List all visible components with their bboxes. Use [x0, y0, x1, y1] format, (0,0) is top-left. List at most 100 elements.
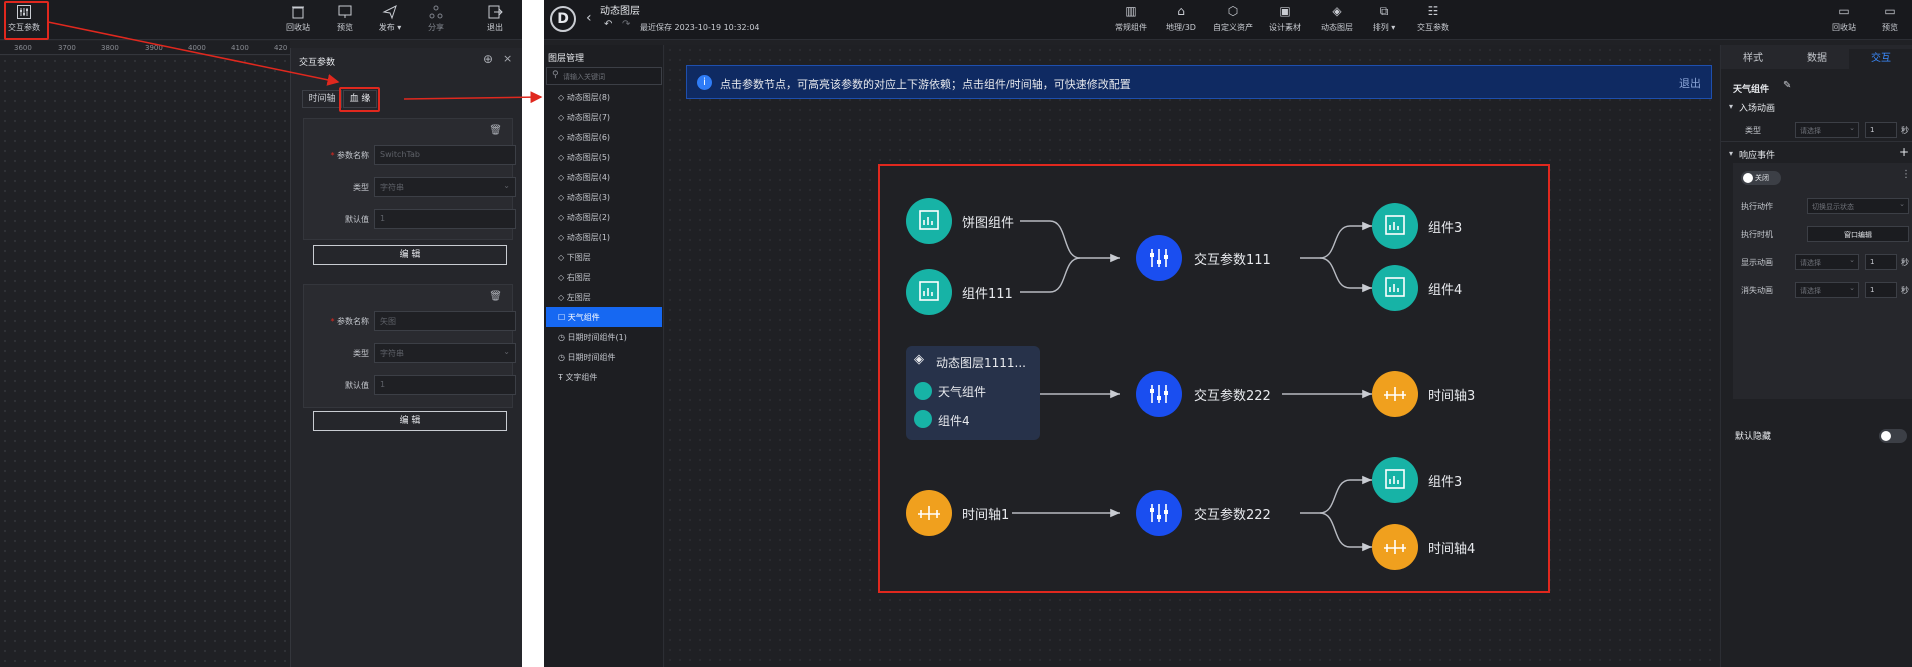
default-input[interactable]: 1 — [374, 375, 516, 395]
tab-timeline[interactable]: 时间轴 — [302, 90, 342, 108]
layer-item[interactable]: ◇ 动态图层(7) — [546, 107, 662, 127]
layer-item[interactable]: ◇ 右图层 — [546, 267, 662, 287]
tab-style[interactable]: 样式 — [1743, 53, 1763, 64]
caret-down-icon[interactable]: ▾ — [1729, 102, 1734, 111]
publish-button[interactable]: 发布 ▾ — [370, 4, 410, 33]
chevron-down-icon: ⌄ — [1849, 256, 1855, 264]
param-name-input[interactable]: SwitchTab — [374, 145, 516, 165]
layer-item[interactable]: ◇ 动态图层(3) — [546, 187, 662, 207]
layer-item[interactable]: Ŧ 文字组件 — [546, 367, 662, 387]
tool-label: 排列 ▾ — [1372, 23, 1396, 32]
layer-item[interactable]: ◷ 日期时间组件(1) — [546, 327, 662, 347]
edit-pencil-icon[interactable]: ✎ — [1783, 80, 1792, 91]
layer-item[interactable]: ◇ 动态图层(8) — [546, 87, 662, 107]
node-label: 交互参数111 — [1194, 253, 1271, 268]
exit-button[interactable]: 退出 — [475, 4, 515, 33]
banner-exit-link[interactable]: 退出 — [1679, 77, 1701, 90]
layer-item[interactable]: ◇ 动态图层(1) — [546, 227, 662, 247]
caret-down-icon[interactable]: ▾ — [1729, 149, 1734, 158]
chart-component-icon[interactable] — [1372, 203, 1418, 249]
interaction-params-button[interactable]: 交互参数 — [4, 4, 44, 33]
tool-custom-assets[interactable]: ⬡自定义资产 — [1208, 4, 1258, 33]
trash-icon[interactable]: 🗑 — [489, 125, 502, 136]
param-name-input[interactable]: 矢图 — [374, 311, 516, 331]
recycle-button[interactable]: ▭回收站 — [1824, 4, 1864, 33]
trash-icon[interactable]: 🗑 — [489, 291, 502, 302]
add-icon[interactable]: + — [1899, 145, 1910, 159]
layer-item[interactable]: ◇ 动态图层(5) — [546, 147, 662, 167]
chart-component-icon[interactable] — [906, 198, 952, 244]
show-anim-select[interactable]: 请选择⌄ — [1795, 254, 1859, 270]
tool-design-materials[interactable]: ▣设计素材 — [1262, 4, 1308, 33]
group-node[interactable]: ◈ 动态图层1111... 天气组件 组件4 — [906, 346, 1040, 440]
type-select[interactable]: 字符串⌄ — [374, 343, 516, 363]
chevron-down-icon: ⌄ — [1899, 200, 1905, 208]
layer-icon: ◇ — [558, 293, 567, 302]
default-input[interactable]: 1 — [374, 209, 516, 229]
close-icon[interactable]: × — [503, 52, 513, 65]
exec-action-select[interactable]: 切换显示状态 ⌄ — [1807, 198, 1909, 214]
tab-interaction[interactable]: 交互 — [1849, 49, 1912, 69]
type-label: 类型 — [353, 349, 369, 358]
timeline-node-icon[interactable] — [906, 490, 952, 536]
canvas-area[interactable] — [0, 56, 290, 667]
layer-search[interactable]: ⚲ 请输入关键词 — [546, 67, 662, 85]
redo-icon[interactable]: ↷ — [622, 19, 631, 30]
layer-item[interactable]: ◇ 动态图层(4) — [546, 167, 662, 187]
layer-label: 动态图层(5) — [566, 153, 611, 162]
type-select[interactable]: 请选择⌄ — [1795, 122, 1859, 138]
tab-data[interactable]: 数据 — [1807, 53, 1827, 64]
back-icon[interactable]: ‹ — [586, 10, 592, 26]
ruler: 3600 3700 3800 3900 4000 4100 420 — [0, 41, 290, 55]
exec-action-label: 执行动作 — [1741, 202, 1773, 211]
layer-item[interactable]: ◇ 动态图层(6) — [546, 127, 662, 147]
timeline-node-icon[interactable] — [1372, 371, 1418, 417]
edit-button[interactable]: 编 辑 — [313, 411, 507, 431]
chart-component-icon[interactable] — [906, 269, 952, 315]
layer-item[interactable]: ◇ 下图层 — [546, 247, 662, 267]
tool-arrange[interactable]: ⧉排列 ▾ — [1364, 4, 1404, 33]
show-duration-input[interactable]: 1 — [1865, 254, 1897, 270]
layer-label: 日期时间组件 — [567, 353, 616, 362]
more-icon[interactable]: ⋮ — [1901, 169, 1911, 180]
default-hidden-toggle[interactable] — [1879, 429, 1907, 443]
layer-label: 动态图层(7) — [566, 113, 611, 122]
param-node-icon[interactable] — [1136, 371, 1182, 417]
tool-dynamic-layers[interactable]: ◈动态图层 — [1314, 4, 1360, 33]
chart-component-icon[interactable] — [1372, 457, 1418, 503]
add-icon[interactable]: ⊕ — [483, 52, 494, 66]
layer-item[interactable]: ◷ 日期时间组件 — [546, 347, 662, 367]
recycle-button[interactable]: 回收站 — [278, 4, 318, 33]
duration-input[interactable]: 1 — [1865, 122, 1897, 138]
layer-item[interactable]: ◇ 左图层 — [546, 287, 662, 307]
hide-duration-input[interactable]: 1 — [1865, 282, 1897, 298]
tool-geo-3d[interactable]: ⌂地理/3D — [1158, 4, 1204, 33]
param-node-icon[interactable] — [1136, 490, 1182, 536]
share-button[interactable]: 分享 — [416, 4, 456, 33]
param-name-label: * 参数名称 — [330, 151, 369, 160]
seconds-unit: 秒 — [1901, 258, 1909, 267]
layer-icon: ◇ — [558, 153, 567, 162]
preview-button[interactable]: ▭预览 — [1870, 4, 1910, 33]
edit-button[interactable]: 编 辑 — [313, 245, 507, 265]
hide-anim-label: 消失动画 — [1741, 286, 1773, 295]
timeline-node-icon[interactable] — [1372, 524, 1418, 570]
search-icon: ⚲ — [552, 70, 559, 80]
tool-interaction-params[interactable]: ☷交互参数 — [1410, 4, 1456, 33]
type-select[interactable]: 字符串⌄ — [374, 177, 516, 197]
hide-anim-select[interactable]: 请选择⌄ — [1795, 282, 1859, 298]
layer-item[interactable]: ◇ 动态图层(2) — [546, 207, 662, 227]
tool-regular-components[interactable]: ▥常规组件 — [1108, 4, 1154, 33]
window-edit-button[interactable]: 窗口编辑 — [1807, 226, 1909, 242]
recycle-label: 回收站 — [1832, 23, 1856, 32]
layer-item-selected[interactable]: ☐ 天气组件 — [546, 307, 662, 327]
tab-lineage[interactable]: 血 缘 — [343, 90, 377, 108]
exec-action-value: 切换显示状态 — [1812, 203, 1854, 211]
chart-component-icon[interactable] — [1372, 265, 1418, 311]
toggle-switch[interactable]: 关闭 — [1741, 171, 1781, 185]
layer-icon: ◇ — [558, 253, 567, 262]
preview-button[interactable]: 预览 — [325, 4, 365, 33]
param-node-icon[interactable] — [1136, 235, 1182, 281]
undo-icon[interactable]: ↶ — [604, 19, 613, 30]
app-logo[interactable]: D — [550, 6, 576, 32]
